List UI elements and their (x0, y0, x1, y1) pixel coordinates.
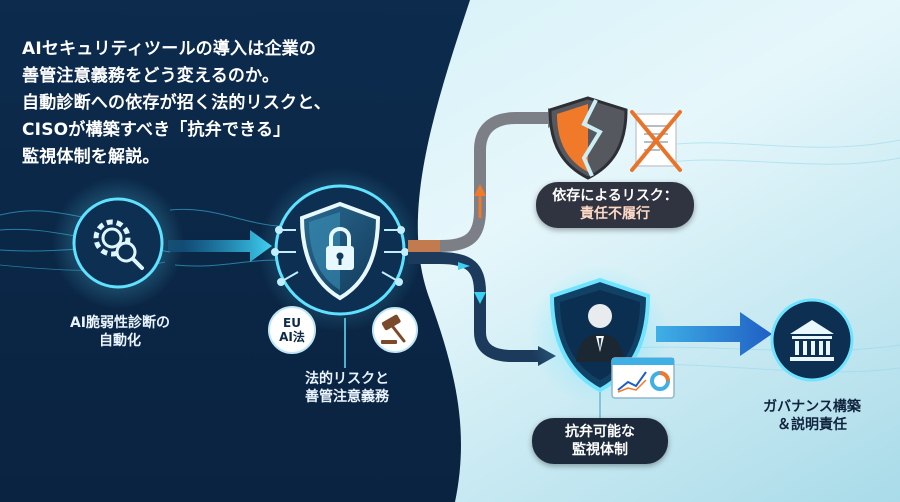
legal-label-line: 善管注意義務 (305, 389, 389, 405)
risk-label-line: 依存によるリスク： (552, 188, 678, 204)
automation-label-line: AI脆弱性診断の (69, 315, 171, 331)
broken-shield-icon (548, 96, 628, 180)
headline-line: CISOが構築すべき「抗弁できる」 (22, 120, 291, 140)
crossed-document-icon (630, 110, 682, 172)
automation-label: AI脆弱性診断の 自動化 (55, 314, 185, 350)
governance-node (770, 298, 854, 382)
risk-label: 依存によるリスク： 責任不履行 (536, 182, 694, 228)
legal-label-line: 法的リスクと (305, 371, 389, 387)
monitoring-label: 抗弁可能な 監視体制 (532, 418, 668, 464)
headline-line: 自動診断への依存が招く法的リスクと、 (22, 93, 331, 113)
dashboard-chart-icon (611, 357, 675, 399)
legal-label: 法的リスクと 善管注意義務 (282, 370, 412, 406)
eu-badge-line: EU (283, 316, 301, 330)
gear-magnifier-icon (93, 219, 144, 270)
circuit-lines (271, 226, 409, 286)
eu-badge-line: AI法 (279, 330, 305, 344)
shield-lock-icon (299, 201, 381, 301)
risk-label-line: 責任不履行 (580, 206, 650, 222)
monitoring-label-line: 監視体制 (572, 442, 628, 458)
automation-label-line: 自動化 (99, 333, 141, 349)
headline-line: 善管注意義務をどう変えるのか。 (22, 66, 280, 86)
governance-label-line: ＆説明責任 (777, 417, 847, 433)
gavel-icon (381, 314, 406, 344)
arrow-monitoring-to-governance (656, 312, 772, 356)
eu-ai-act-badge: EU AI法 (268, 306, 316, 354)
headline-line: AIセキュリティツールの導入は企業の (22, 39, 317, 59)
headline-line: 監視体制を解説。 (22, 147, 160, 167)
arrow-automation-to-legal (168, 230, 272, 262)
headline: AIセキュリティツールの導入は企業の 善管注意義務をどう変えるのか。 自動診断へ… (22, 36, 442, 171)
governance-label: ガバナンス構築 ＆説明責任 (742, 398, 882, 434)
monitoring-label-line: 抗弁可能な (565, 424, 635, 440)
governance-label-line: ガバナンス構築 (763, 399, 861, 415)
bank-building-icon (790, 320, 834, 361)
